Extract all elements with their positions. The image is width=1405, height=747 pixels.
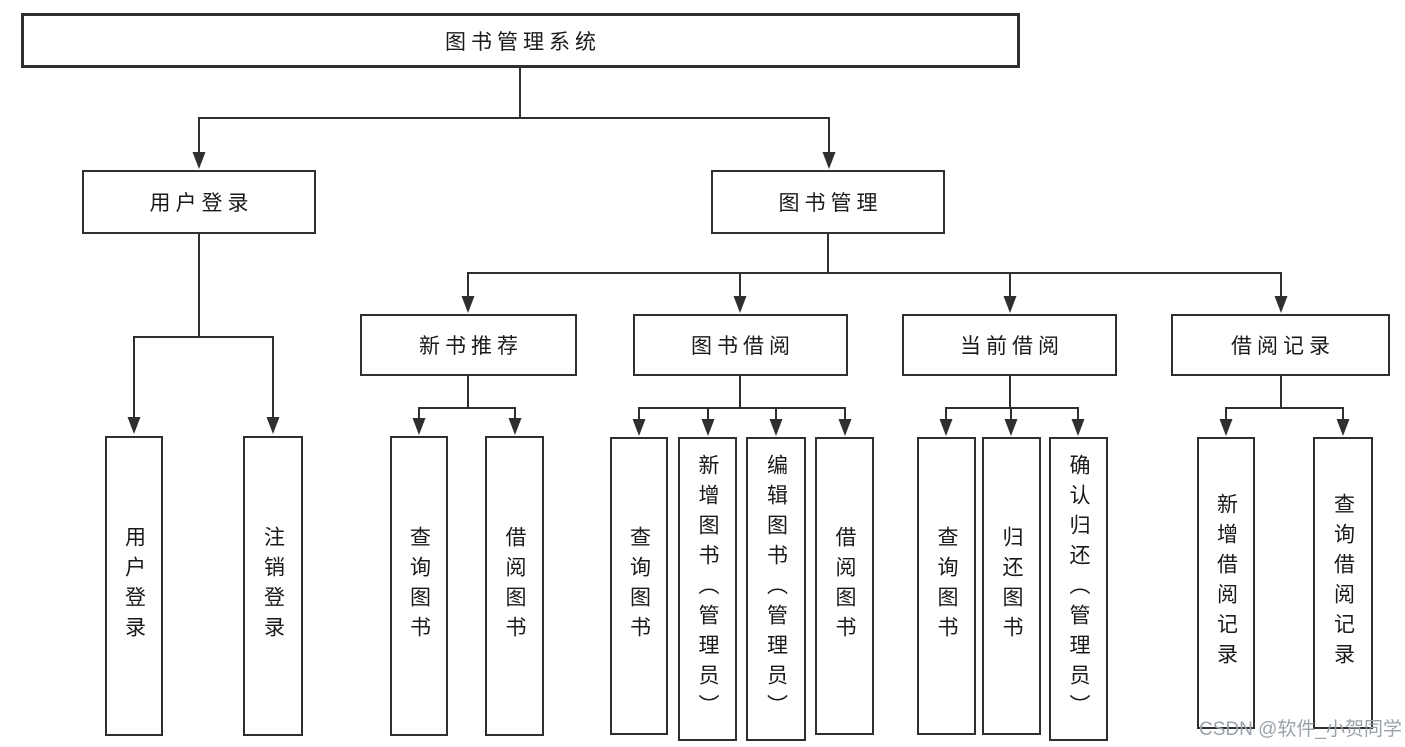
node-library-management-system: 图书管理系统 — [21, 13, 1020, 68]
node-label: 归还图书 — [1000, 526, 1023, 646]
node-label: 借阅图书 — [833, 526, 856, 646]
node-label: 新书推荐 — [419, 335, 523, 358]
node-label: 确认归还（管理员） — [1067, 454, 1090, 724]
leaf-return-book: 归还图书 — [982, 437, 1041, 735]
node-label: 用户登录 — [149, 192, 254, 215]
leaf-query-borrow-record: 查询借阅记录 — [1313, 437, 1373, 729]
leaf-query-book-2: 查询图书 — [610, 437, 668, 735]
node-borrow-records: 借阅记录 — [1171, 314, 1390, 376]
node-label: 图书管理系统 — [445, 30, 601, 54]
leaf-add-borrow-record: 新增借阅记录 — [1197, 437, 1255, 729]
node-label: 借阅图书 — [503, 526, 526, 646]
leaf-query-book-3: 查询图书 — [917, 437, 976, 735]
node-book-management: 图书管理 — [711, 170, 945, 234]
leaf-borrow-book-1: 借阅图书 — [485, 436, 544, 736]
node-user-login: 用户登录 — [82, 170, 316, 234]
node-current-borrow: 当前借阅 — [902, 314, 1117, 376]
node-new-book-recommend: 新书推荐 — [360, 314, 577, 376]
node-label: 图书借阅 — [691, 335, 795, 358]
node-label: 查询借阅记录 — [1331, 493, 1355, 673]
node-label: 新增图书（管理员） — [696, 454, 719, 724]
node-label: 图书管理 — [778, 192, 883, 215]
leaf-confirm-return-admin: 确认归还（管理员） — [1049, 437, 1108, 741]
node-label: 新增借阅记录 — [1214, 493, 1238, 673]
node-label: 查询图书 — [407, 526, 431, 646]
leaf-edit-book-admin: 编辑图书（管理员） — [746, 437, 806, 741]
csdn-watermark: CSDN @软件_小贺同学 — [1199, 719, 1402, 740]
leaf-query-book-1: 查询图书 — [390, 436, 448, 736]
node-book-borrow: 图书借阅 — [633, 314, 848, 376]
node-label: 注销登录 — [261, 526, 285, 646]
leaf-add-book-admin: 新增图书（管理员） — [678, 437, 737, 741]
node-label: 借阅记录 — [1231, 335, 1335, 358]
node-label: 用户登录 — [122, 526, 146, 646]
leaf-borrow-book-2: 借阅图书 — [815, 437, 874, 735]
node-label: 查询图书 — [627, 526, 651, 646]
node-label: 编辑图书（管理员） — [764, 454, 788, 724]
leaf-user-login: 用户登录 — [105, 436, 163, 736]
node-label: 当前借阅 — [960, 335, 1064, 358]
node-label: 查询图书 — [935, 526, 958, 646]
leaf-logout: 注销登录 — [243, 436, 303, 736]
